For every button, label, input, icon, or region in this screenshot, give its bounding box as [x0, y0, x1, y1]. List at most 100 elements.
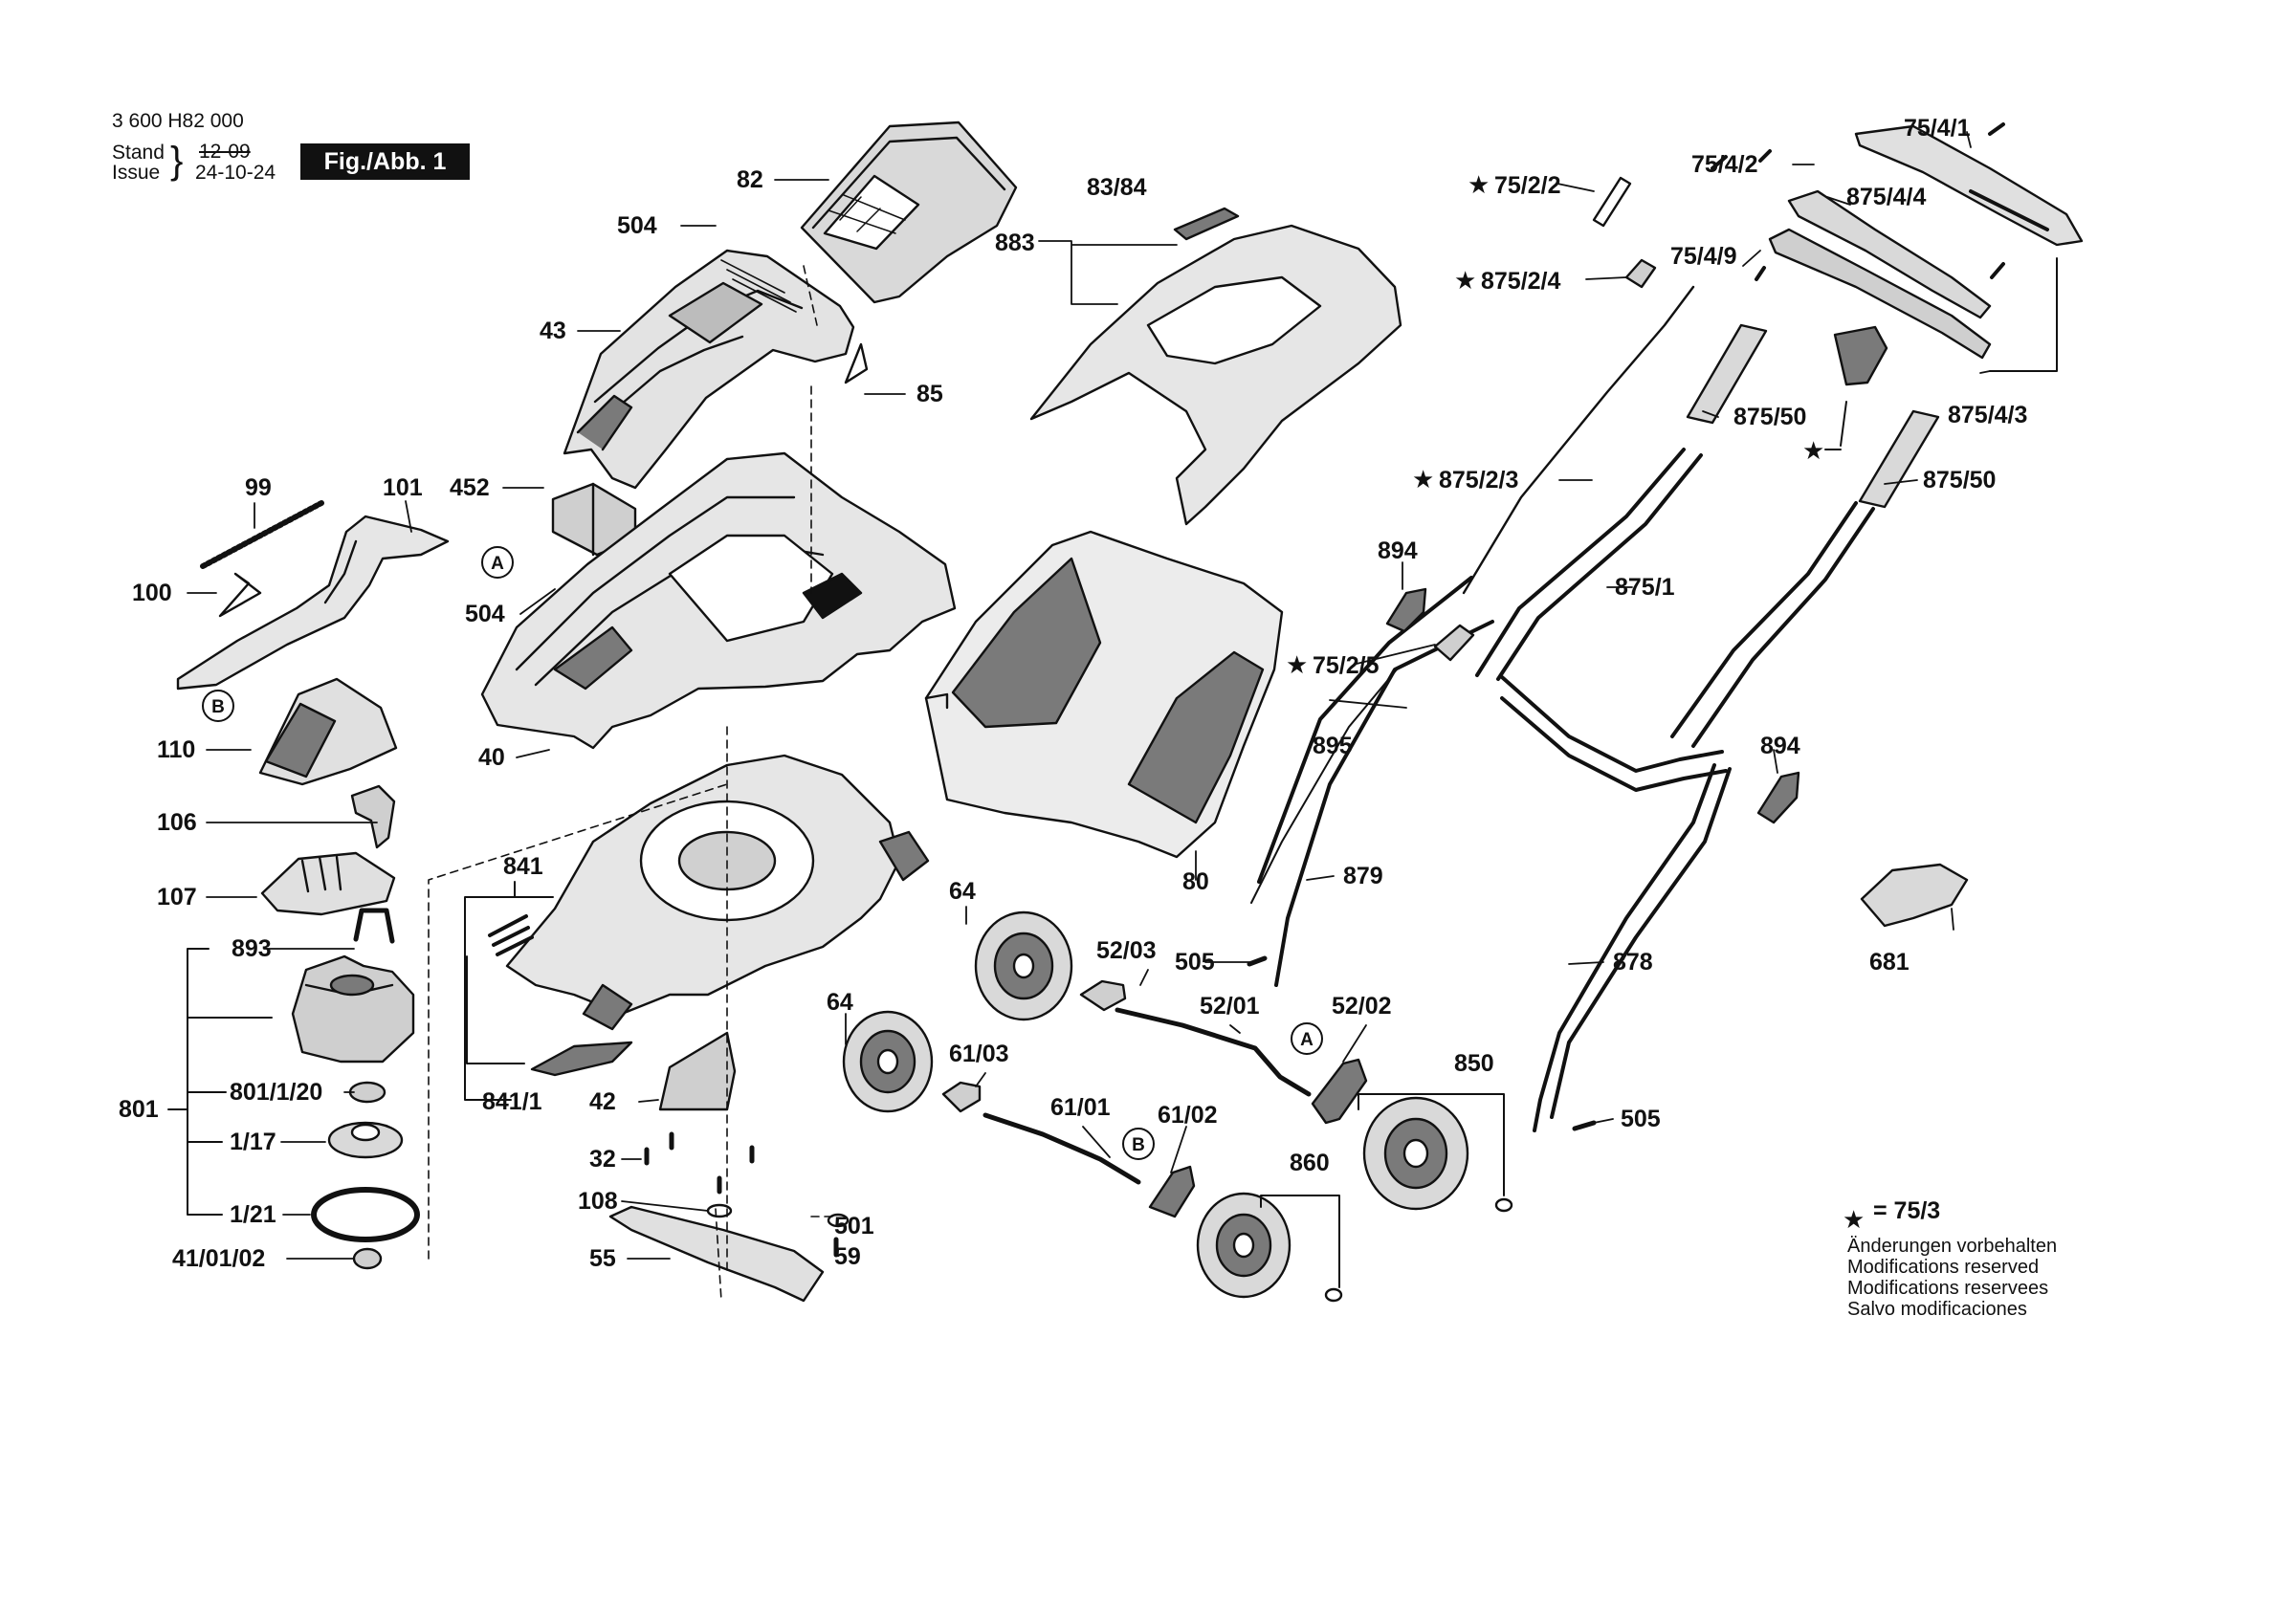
label-55: 55 [589, 1245, 616, 1272]
axle-61-01 [982, 1112, 1141, 1185]
label-505-b: 505 [1621, 1106, 1661, 1132]
note-line-fr: Modifications reservees [1847, 1278, 2049, 1299]
label-61-02: 61/02 [1158, 1102, 1218, 1129]
label-875-50-a: 875/50 [1733, 404, 1806, 430]
label-504-b: 504 [465, 601, 505, 627]
pulley-1-17 [327, 1121, 404, 1159]
holder-875-2-4 [1624, 258, 1657, 289]
label-801: 801 [119, 1096, 159, 1123]
label-75-4-9: 75/4/9 [1670, 243, 1737, 270]
label-893: 893 [232, 935, 272, 962]
switch-75-2-2 [1592, 176, 1632, 228]
label-850: 850 [1454, 1050, 1494, 1077]
label-61-03: 61/03 [949, 1041, 1009, 1067]
label-61-01: 61/01 [1050, 1094, 1111, 1121]
bracket-875-4-3 [1989, 257, 2058, 372]
label-75-4-1: 75/4/1 [1904, 115, 1971, 142]
leader-star-875-50 [1824, 401, 1847, 450]
label-894-a: 894 [1378, 537, 1418, 564]
label-108: 108 [578, 1188, 618, 1215]
upper-bar-875-1 [1500, 675, 1728, 792]
bracket-850 [1358, 1093, 1505, 1196]
callout-a-1-text: A [491, 554, 504, 574]
lever-52-02 [1311, 1058, 1368, 1125]
spring-85 [844, 342, 869, 384]
label-100: 100 [132, 580, 172, 606]
top-housing-43 [563, 249, 855, 490]
deck-841 [505, 754, 930, 1031]
grassbox-lid-883 [1029, 224, 1402, 526]
label-107: 107 [157, 884, 197, 910]
label-875-4-4: 875/4/4 [1846, 184, 1927, 210]
label-52-03: 52/03 [1096, 937, 1157, 964]
adjuster-61-03 [941, 1081, 982, 1113]
callout-a-2 [1291, 1022, 1323, 1055]
bracket-801 [167, 948, 273, 1216]
flap-42 [658, 1031, 737, 1111]
stand-label: Stand [112, 142, 165, 164]
label-82: 82 [737, 166, 763, 193]
lever-61-02 [1148, 1165, 1196, 1218]
wheel-860 [1196, 1192, 1292, 1299]
label-841-1: 841/1 [482, 1088, 542, 1115]
label-99: 99 [245, 474, 272, 501]
stand-date: 12-09 [199, 141, 251, 163]
sleeve-875-50b [1858, 409, 1940, 509]
label-860: 860 [1290, 1150, 1330, 1176]
figure-badge: Fig./Abb. 1 [300, 143, 470, 180]
wheel-64b [842, 1010, 934, 1113]
label-106: 106 [157, 809, 197, 836]
sleeve-875-50a [1686, 323, 1768, 425]
label-501: 501 [834, 1213, 874, 1239]
bearing-41-01-02 [352, 1247, 383, 1270]
knob-894b [1756, 771, 1800, 824]
label-75-2-2: 75/2/2 [1494, 172, 1561, 199]
label-52-02: 52/02 [1332, 993, 1392, 1020]
battery-cover-82 [800, 121, 1018, 304]
label-894-b: 894 [1760, 733, 1800, 759]
label-59: 59 [834, 1243, 861, 1270]
motor-801 [291, 954, 415, 1064]
star-75-2-5: ★ [1286, 651, 1308, 680]
spring-99 [200, 500, 324, 569]
star-75-2-2: ★ [1468, 171, 1490, 200]
label-504-a: 504 [617, 212, 657, 239]
lever-875-4-4 [1787, 189, 1992, 319]
document-number: 3 600 H82 000 [112, 110, 244, 132]
bar-875-4-3 [1768, 228, 1992, 360]
brace-glyph: } [170, 140, 184, 182]
label-40: 40 [478, 744, 505, 771]
issue-date: 24-10-24 [195, 162, 276, 184]
callout-b-2-text: B [1132, 1135, 1145, 1155]
label-85: 85 [916, 381, 943, 407]
label-875-4-3: 875/4/3 [1948, 402, 2027, 428]
switch-106 [350, 784, 396, 849]
label-895: 895 [1313, 733, 1353, 759]
label-841: 841 [503, 853, 543, 880]
label-801-1-20: 801/1/20 [230, 1079, 322, 1106]
label-43: 43 [540, 318, 566, 344]
bracket-841 [464, 881, 554, 1101]
note-line-de: Änderungen vorbehalten [1847, 1236, 2058, 1257]
upper-handle-right [1670, 501, 1875, 748]
star-875-2-4: ★ [1454, 267, 1476, 296]
blade-55 [608, 1205, 825, 1303]
cap-850 [1494, 1197, 1513, 1213]
main-housing-40 [480, 451, 957, 750]
label-52-01: 52/01 [1200, 993, 1260, 1020]
cap-860 [1324, 1287, 1343, 1303]
bracket-841-1 [466, 955, 525, 1064]
label-1-21: 1/21 [230, 1201, 276, 1228]
cable-895 [1250, 669, 1398, 904]
electronics-107 [260, 851, 396, 916]
label-452: 452 [450, 474, 490, 501]
adjuster-52-03 [1079, 979, 1127, 1012]
grip-75-4-1 [1854, 124, 2084, 247]
cable-clip-893 [353, 908, 395, 944]
label-41-01-02: 41/01/02 [172, 1245, 265, 1272]
grip-681 [1860, 863, 1969, 928]
pins-handle [1711, 122, 2005, 281]
star-legend: ★ [1843, 1206, 1865, 1235]
label-681: 681 [1869, 949, 1910, 976]
label-32: 32 [589, 1146, 616, 1173]
